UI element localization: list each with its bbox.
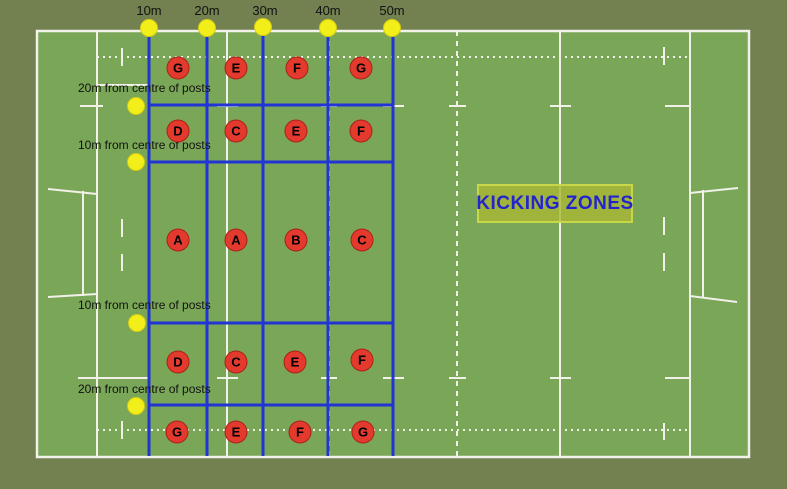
right-goalpost-drawing [689, 187, 739, 303]
distance-marker-dot [319, 19, 337, 37]
post-distance-marker-dot [128, 314, 146, 332]
zone-marker: G [349, 56, 373, 80]
distance-marker-dot [140, 19, 158, 37]
distance-label-10m: 10m [136, 3, 162, 18]
left-goalpost-drawing [47, 188, 98, 298]
zone-marker: E [224, 420, 248, 444]
annotation-10m-lower: 10m from centre of posts [78, 298, 211, 312]
zone-marker: E [224, 56, 248, 80]
annotation-20m-upper: 20m from centre of posts [78, 81, 211, 95]
zone-marker: A [166, 228, 190, 252]
goalpost-line [47, 293, 98, 298]
post-distance-marker-dot [127, 153, 145, 171]
kicking-grid-lines [147, 28, 395, 456]
post-distance-marker-dot [127, 397, 145, 415]
zone-marker: F [350, 348, 374, 372]
zone-marker: E [283, 350, 307, 374]
distance-marker-dot [254, 18, 272, 36]
zone-marker: F [349, 119, 373, 143]
annotation-10m-upper: 10m from centre of posts [78, 138, 211, 152]
zone-marker: F [285, 56, 309, 80]
zone-marker: G [166, 56, 190, 80]
distance-label-30m: 30m [252, 3, 278, 18]
goalpost-line [47, 188, 98, 195]
distance-marker-dot [198, 19, 216, 37]
zone-marker: C [224, 119, 248, 143]
zone-marker: D [166, 119, 190, 143]
zone-marker: E [284, 119, 308, 143]
goalpost-line [689, 295, 738, 303]
zone-marker: G [351, 420, 375, 444]
zone-marker: A [224, 228, 248, 252]
distance-label-20m: 20m [194, 3, 220, 18]
zone-marker: D [166, 350, 190, 374]
goalpost-line [689, 187, 739, 194]
annotation-20m-lower: 20m from centre of posts [78, 382, 211, 396]
zone-marker: B [284, 228, 308, 252]
distance-marker-dot [383, 19, 401, 37]
zone-marker: G [165, 420, 189, 444]
distance-label-50m: 50m [379, 3, 405, 18]
zone-marker: C [350, 228, 374, 252]
distance-label-40m: 40m [315, 3, 341, 18]
kicking-zones-banner: KICKING ZONES [476, 184, 633, 223]
post-distance-marker-dot [127, 97, 145, 115]
zone-marker: F [288, 420, 312, 444]
zone-marker: C [224, 350, 248, 374]
